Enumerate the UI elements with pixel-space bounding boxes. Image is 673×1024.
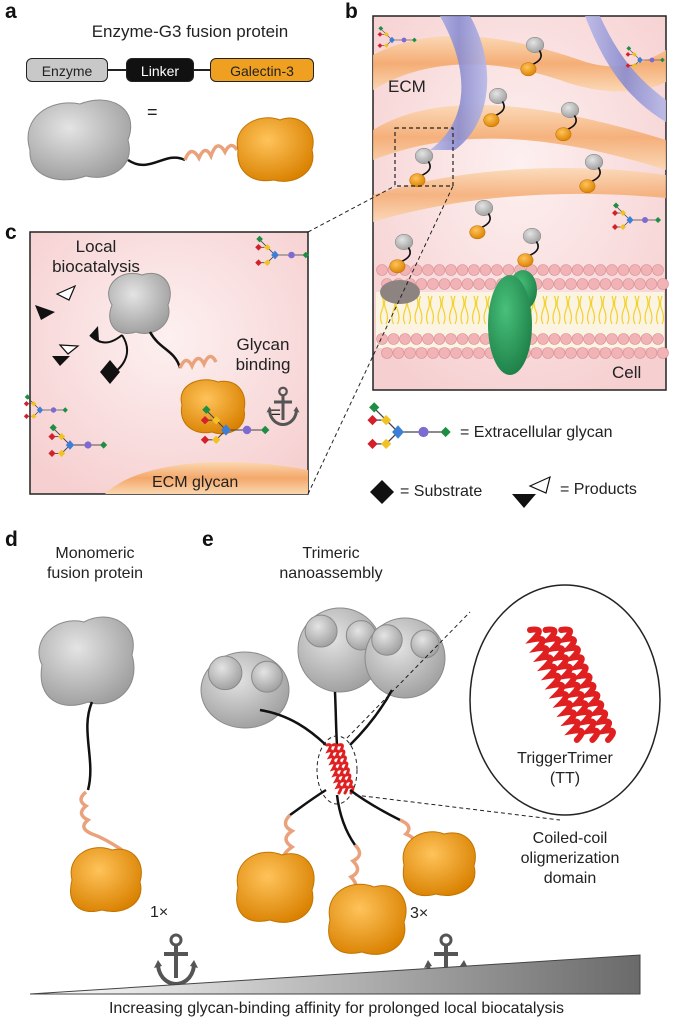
affinity-gradient-wedge [29,954,641,995]
panel-a-equals: = [147,102,158,122]
legend-extracellular-glycan: = Extracellular glycan [460,424,613,441]
panel-b-cell-label: Cell [612,363,642,382]
panel-b-ecm-scene [372,15,669,391]
panel-e-tt-line2: (TT) [549,770,581,787]
footer-caption: Increasing glycan-binding affinity for p… [108,1000,565,1017]
pill-connector-right [194,69,210,71]
panel-e-line2: nanoassembly [279,565,383,582]
pill-connector-left [108,69,126,71]
panel-e-multiplier: 3× [410,905,429,922]
panel-e-trimer [200,584,661,955]
linker-pill: Linker [126,58,194,82]
panel-e-cc-line3: domain [543,870,597,887]
panel-e-cc-line2: oligmerization [520,850,620,867]
anchor-icon [266,386,300,427]
galectin-pill: Galectin-3 [210,58,314,82]
panel-d-line2: fusion protein [46,565,144,582]
panel-label-b: b [345,0,358,23]
panel-label-d: d [5,528,18,551]
panel-c-equals: = [271,403,281,422]
panel-a-fusion-protein [27,99,314,182]
panel-c-binding: binding [235,355,291,374]
enzyme-pill: Enzyme [26,58,108,82]
diamond-substrate-icon [370,480,394,504]
panel-label-c: c [5,221,17,244]
glycan-icon [367,402,451,449]
anchor-icon [154,933,198,987]
panel-c-zoom-scene [23,185,454,495]
panel-c-local: Local [75,237,117,256]
panel-c-biocatalysis: biocatalysis [52,257,140,276]
panel-e-tt-line1: TriggerTrimer [517,750,613,767]
legend-products: = Products [560,481,637,498]
panel-label-a: a [5,0,17,23]
panel-c-glycan: Glycan [236,335,290,354]
triangle-product-icon [512,475,551,508]
panel-e-line1: Trimeric [302,545,360,562]
panel-label-e: e [202,528,214,551]
legend-substrate: = Substrate [400,483,483,500]
panel-a-title: Enzyme-G3 fusion protein [91,22,289,41]
panel-e-cc-line1: Coiled-coil [532,830,608,847]
panel-d-line1: Monomeric [55,545,135,562]
panel-c-ecm-glycan: ECM glycan [152,474,239,491]
panel-b-ecm-label: ECM [388,77,426,96]
panel-d-multiplier: 1× [150,904,169,921]
panel-d-monomer [38,616,142,912]
